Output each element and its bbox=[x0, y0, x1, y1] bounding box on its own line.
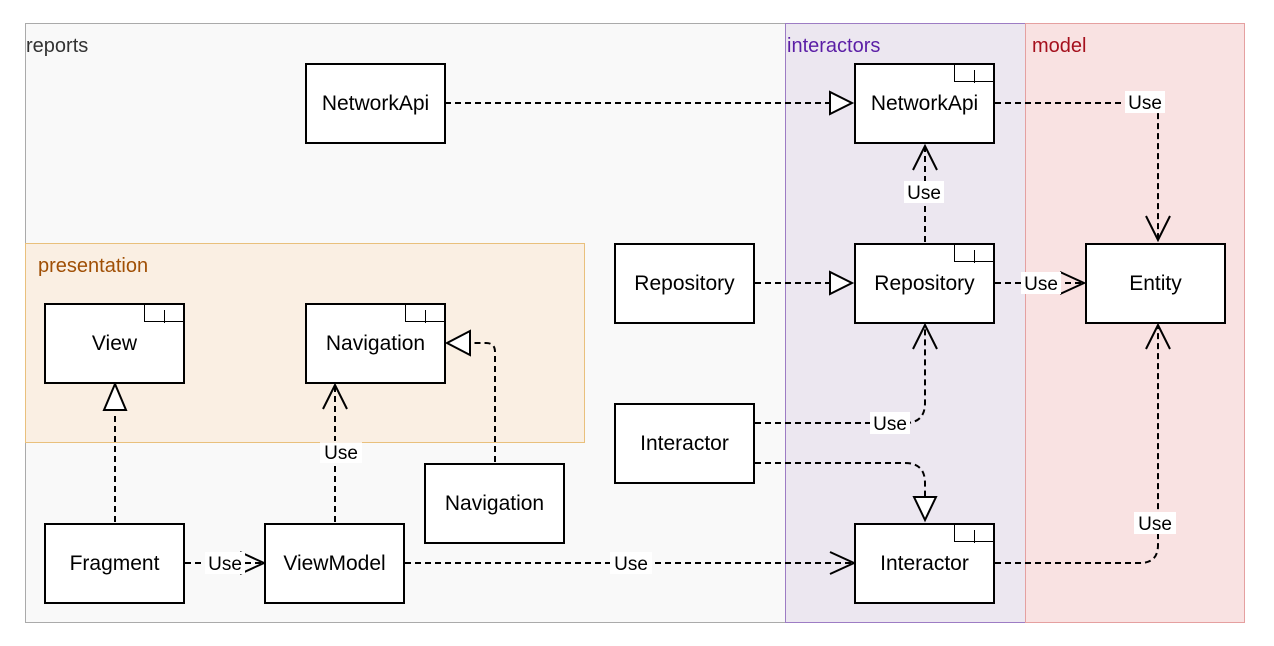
interface-marker bbox=[954, 64, 994, 83]
package-reports-label: reports bbox=[26, 35, 89, 57]
package-interactors-label: interactors bbox=[787, 35, 881, 57]
navigation-impl-box[interactable]: Navigation bbox=[424, 463, 565, 544]
package-model-label: model bbox=[1032, 35, 1087, 57]
arrowhead-viewmodel-navigation bbox=[322, 382, 348, 410]
navigation-interface-box[interactable]: Navigation bbox=[305, 303, 446, 384]
edge-label-viewmodel-navigation: Use bbox=[324, 443, 358, 464]
interactors-repository-box[interactable]: Repository bbox=[854, 243, 995, 324]
reports-interactor-box[interactable]: Interactor bbox=[614, 403, 755, 484]
arrowhead-networkapi-entity bbox=[1145, 215, 1171, 243]
edge-label-interactor-repository: Use bbox=[873, 414, 907, 435]
edge-interactor-repository bbox=[755, 325, 926, 424]
reports-interactor-label: Interactor bbox=[640, 431, 729, 455]
entity-box[interactable]: Entity bbox=[1085, 243, 1226, 324]
interface-marker bbox=[954, 244, 994, 263]
arrowhead-navigation-realization bbox=[444, 329, 471, 357]
edge-navigation-realization bbox=[470, 342, 496, 462]
arrowhead-fragment-view bbox=[102, 381, 128, 411]
arrowhead-repository-entity bbox=[1059, 271, 1087, 295]
interactors-repository-label: Repository bbox=[874, 271, 975, 295]
reports-repository-label: Repository bbox=[634, 271, 735, 295]
interactors-interactor-label: Interactor bbox=[880, 551, 969, 575]
entity-label: Entity bbox=[1129, 271, 1182, 295]
interactors-networkapi-label: NetworkApi bbox=[870, 91, 979, 115]
edge-label-interactor-entity: Use bbox=[1138, 514, 1172, 535]
navigation-impl-label: Navigation bbox=[444, 491, 545, 515]
reports-networkapi-label: NetworkApi bbox=[321, 91, 430, 115]
arrowhead-networkapi-realization bbox=[829, 90, 855, 116]
fragment-label: Fragment bbox=[69, 551, 160, 575]
edge-label-repository-entity: Use bbox=[1024, 274, 1058, 295]
navigation-interface-label: Navigation bbox=[325, 331, 426, 355]
reports-repository-box[interactable]: Repository bbox=[614, 243, 755, 324]
interactors-interactor-box[interactable]: Interactor bbox=[854, 523, 995, 604]
interface-marker bbox=[405, 304, 445, 323]
reports-networkapi-box[interactable]: NetworkApi bbox=[305, 63, 446, 144]
arrowhead-interactor-realization bbox=[912, 496, 938, 523]
arrowhead-repository-networkapi bbox=[912, 143, 938, 171]
arrowhead-interactor-repository bbox=[912, 322, 938, 350]
view-label: View bbox=[91, 331, 138, 355]
viewmodel-label: ViewModel bbox=[283, 551, 386, 575]
interface-marker bbox=[954, 524, 994, 543]
arrowhead-interactor-entity bbox=[1145, 322, 1171, 350]
viewmodel-box[interactable]: ViewModel bbox=[264, 523, 405, 604]
edge-label-repository-networkapi: Use bbox=[907, 183, 941, 204]
interface-marker bbox=[144, 304, 184, 323]
fragment-box[interactable]: Fragment bbox=[44, 523, 185, 604]
package-presentation-label: presentation bbox=[38, 255, 149, 277]
interactors-networkapi-box[interactable]: NetworkApi bbox=[854, 63, 995, 144]
edge-label-viewmodel-interactor: Use bbox=[614, 554, 648, 575]
edge-interactor-entity bbox=[995, 325, 1159, 564]
edge-interactor-realization bbox=[755, 462, 926, 497]
view-interface-box[interactable]: View bbox=[44, 303, 185, 384]
edge-networkapi-entity bbox=[995, 102, 1159, 240]
edge-label-fragment-viewmodel: Use bbox=[208, 554, 242, 575]
arrowhead-repository-realization bbox=[829, 270, 855, 296]
edge-label-networkapi-entity: Use bbox=[1128, 93, 1162, 114]
